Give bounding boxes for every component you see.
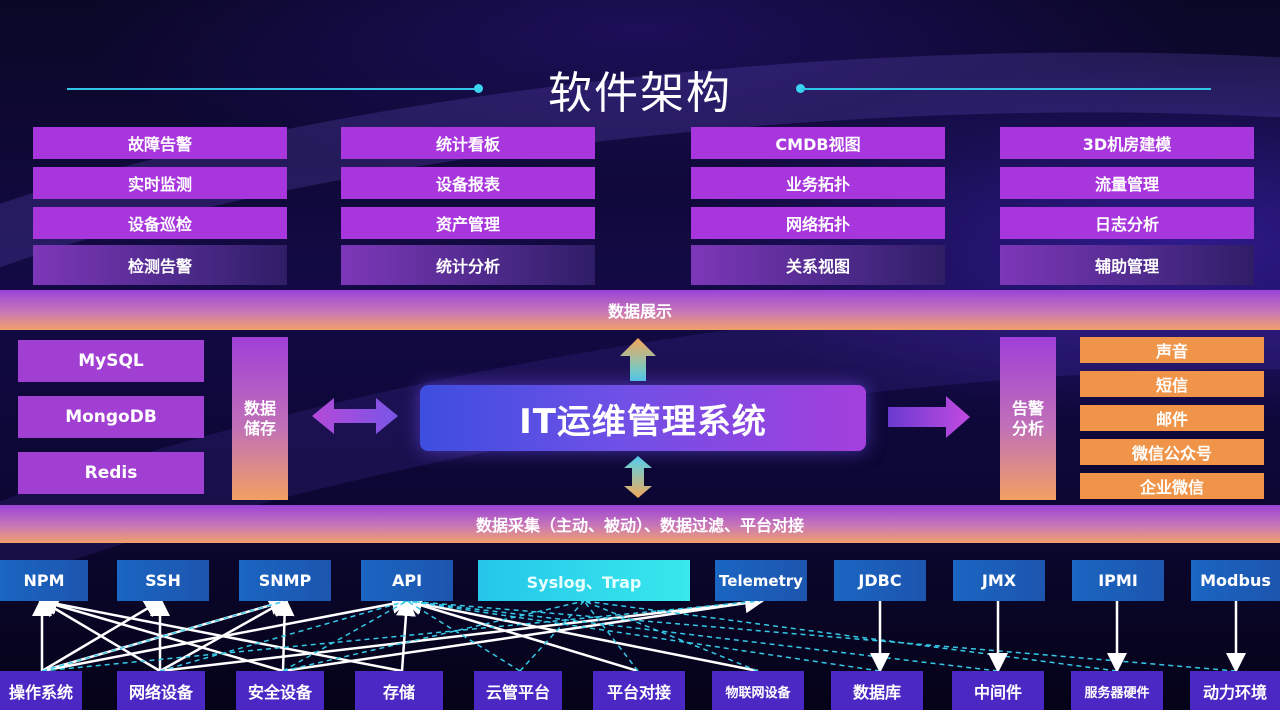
function-box: 资产管理 [341,207,595,239]
protocol-syslog-trap: Syslog、Trap [478,560,690,601]
link-dashed [583,600,1118,672]
source-iot-device: 物联网设备 [712,671,804,710]
notify-sms: 短信 [1080,371,1264,397]
source-cloud-platform: 云管平台 [474,671,562,710]
function-box: 流量管理 [1000,167,1254,199]
function-box: 辅助管理 [1000,245,1254,285]
link-dashed [406,600,521,672]
function-box: 统计看板 [341,127,595,159]
link-dashed [282,600,585,672]
data-storage-bar: 数据 储存 [232,337,288,500]
link-dashed [159,600,408,672]
link-dashed [583,600,759,672]
protocol-jdbc: JDBC [834,560,926,601]
source-middleware: 中间件 [952,671,1044,710]
storage-double-arrow [312,398,398,434]
title-dot-left [474,84,483,93]
function-box: 检测告警 [33,245,287,285]
title-line-right [801,88,1211,90]
link-line [402,594,759,673]
db-mysql: MySQL [18,340,204,382]
alarm-analysis-bar: 告警 分析 [1000,337,1056,500]
link-line [37,594,403,673]
link-dashed [406,600,881,672]
function-box: 业务拓扑 [691,167,945,199]
protocol-api: API [361,560,453,601]
notify-email: 邮件 [1080,405,1264,431]
link-dashed [519,600,585,672]
display-up-arrow [620,338,656,381]
protocol-modbus: Modbus [1191,560,1280,601]
function-box: 日志分析 [1000,207,1254,239]
title-dot-right [796,84,805,93]
core-system: IT运维管理系统 [420,385,866,451]
source-database: 数据库 [831,671,923,710]
link-dashed [406,600,1237,672]
notify-wechat-official: 微信公众号 [1080,439,1264,465]
link-dashed [41,600,761,672]
function-box: 统计分析 [341,245,595,285]
notify-wecom: 企业微信 [1080,473,1264,499]
source-network-device: 网络设备 [117,671,205,710]
function-box: 故障告警 [33,127,287,159]
link-dashed [583,600,639,672]
collect-updown-arrow [624,456,652,498]
protocol-ssh: SSH [117,560,209,601]
function-box: 设备巡检 [33,207,287,239]
function-box: 3D机房建模 [1000,127,1254,159]
alarm-arrow [888,396,970,438]
source-power-environment: 动力环境 [1190,671,1280,710]
protocol-ipmi: IPMI [1072,560,1164,601]
db-mongodb: MongoDB [18,396,204,438]
protocol-npm: NPM [0,560,88,601]
source-security-device: 安全设备 [236,671,324,710]
protocol-telemetry: Telemetry [715,560,807,601]
link-line [37,595,284,673]
protocol-snmp: SNMP [239,560,331,601]
function-box: CMDB视图 [691,127,945,159]
link-line [37,598,161,673]
function-box: 设备报表 [341,167,595,199]
link-dashed [41,600,286,672]
protocol-jmx: JMX [953,560,1045,601]
notify-sound: 声音 [1080,337,1264,363]
link-line [159,592,765,673]
source-platform-docking: 平台对接 [593,671,685,710]
source-server-hardware: 服务器硬件 [1071,671,1163,710]
function-box: 网络拓扑 [691,207,945,239]
link-dashed [406,600,999,672]
data-collection-band: 数据采集（主动、被动）、数据过滤、平台对接 [0,505,1280,543]
title-line-left [67,88,479,90]
source-os: 操作系统 [0,671,82,710]
source-storage: 存储 [355,671,443,710]
link-dashed [282,600,408,672]
function-box: 实时监测 [33,167,287,199]
function-box: 关系视图 [691,245,945,285]
page-title: 软件架构 [548,68,732,119]
db-redis: Redis [18,452,204,494]
link-line [402,595,639,673]
data-display-band: 数据展示 [0,290,1280,330]
